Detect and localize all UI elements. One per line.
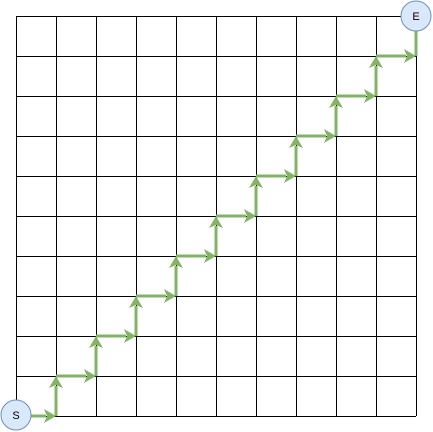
path-arrow-head: [89, 336, 103, 348]
path-arrow-right: [256, 169, 296, 183]
end-node: E: [400, 0, 432, 32]
end-node-circle: [400, 0, 432, 32]
path-arrow-head: [289, 136, 303, 148]
path-arrow-head: [124, 329, 136, 343]
path-arrow-right: [376, 49, 416, 63]
start-node-circle: [0, 399, 32, 431]
path-arrow-right: [296, 129, 336, 143]
path-arrow-right: [56, 369, 96, 383]
path-arrow-right: [96, 329, 136, 343]
path-arrow-right: [216, 209, 256, 223]
path-arrow-head: [164, 289, 176, 303]
path-arrow-up: [129, 296, 143, 336]
start-node: S: [0, 399, 32, 431]
path-arrow-up: [209, 216, 223, 256]
path-arrow-up: [249, 176, 263, 216]
path-arrow-up: [49, 376, 63, 416]
path-arrow-head: [364, 89, 376, 103]
path-arrow-head: [284, 169, 296, 183]
start-node-label: S: [12, 410, 19, 422]
path-arrow-head: [84, 369, 96, 383]
path-arrow-head: [169, 256, 183, 268]
path-arrow-head: [244, 209, 256, 223]
path-arrow-head: [249, 176, 263, 188]
path-arrow-head: [204, 249, 216, 263]
path-arrow-up: [289, 136, 303, 176]
path-arrow-up: [169, 256, 183, 296]
path-arrow-head: [369, 56, 383, 68]
path-arrow-head: [324, 129, 336, 143]
path-arrow-head: [49, 376, 63, 388]
path-arrow-up: [329, 96, 343, 136]
path-arrow-head: [209, 216, 223, 228]
path-arrow-right: [176, 249, 216, 263]
path-arrow-head: [329, 96, 343, 108]
path-arrow-right: [31, 409, 56, 423]
path-arrow-right: [336, 89, 376, 103]
path-arrow-up: [369, 56, 383, 96]
path-arrow-up: [89, 336, 103, 376]
path-arrow-head: [44, 409, 56, 423]
path-arrow-head: [129, 296, 143, 308]
end-node-label: E: [412, 11, 419, 23]
staircase-path: [31, 16, 423, 423]
path-arrow-head: [404, 49, 416, 63]
path-arrow-right: [136, 289, 176, 303]
